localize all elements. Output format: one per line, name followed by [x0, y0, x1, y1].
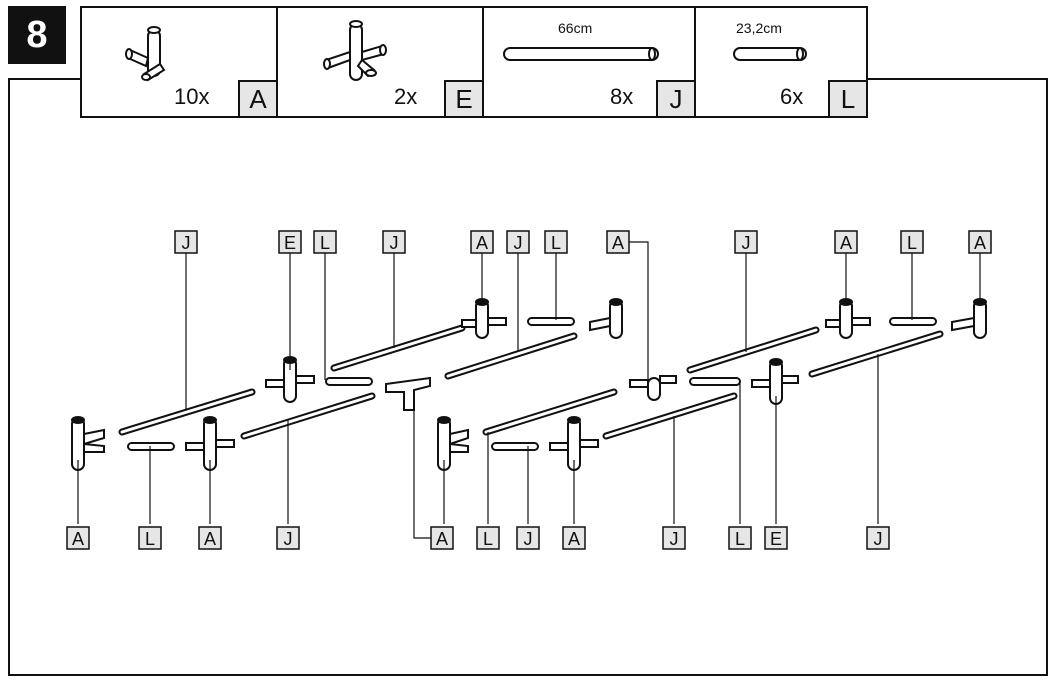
part-e-letter: E [444, 80, 482, 116]
connector-a [951, 298, 987, 339]
part-a-quantity: 10x [174, 84, 210, 109]
connector-e-icon [323, 20, 387, 81]
callout-j: J [662, 526, 686, 550]
callout-j: J [174, 230, 198, 254]
callout-e: E [764, 526, 788, 550]
tube-l [527, 317, 575, 326]
callout-a: A [968, 230, 992, 254]
callout-letter: J [284, 529, 293, 549]
callout-letter: J [514, 233, 523, 253]
connector-a [385, 376, 431, 411]
callout-letter: A [476, 233, 488, 253]
callout-l: L [138, 526, 162, 550]
callout-letter: L [320, 233, 330, 253]
connector-e [751, 358, 799, 405]
callout-letter: A [840, 233, 852, 253]
callout-letter: J [182, 233, 191, 253]
callout-l: L [544, 230, 568, 254]
callout-a: A [562, 526, 586, 550]
callout-letter: J [390, 233, 399, 253]
part-card-e: 2x E [278, 8, 484, 116]
callout-letter: L [735, 529, 745, 549]
callout-letter: L [551, 233, 561, 253]
callout-j: J [276, 526, 300, 550]
leader-lines [77, 241, 981, 539]
part-a-letter: A [238, 80, 276, 116]
part-card-j: 66cm 8x J [484, 8, 696, 116]
connector-a [589, 298, 623, 339]
part-j-length: 66cm [558, 20, 593, 36]
step-number: 8 [8, 6, 66, 64]
part-l-length: 23,2cm [736, 20, 782, 36]
part-j-quantity: 8x [610, 84, 634, 109]
callout-letter: L [907, 233, 917, 253]
connector-a [437, 416, 469, 471]
callout-l: L [900, 230, 924, 254]
callout-letter: A [72, 529, 84, 549]
callout-a: A [470, 230, 494, 254]
callout-labels: J E L J A J L A J A L A A L A J A L J A J L E J [66, 230, 992, 550]
callout-a: A [834, 230, 858, 254]
connector-a [549, 416, 599, 471]
callout-letter: A [204, 529, 216, 549]
callout-letter: J [874, 529, 883, 549]
callout-a: A [198, 526, 222, 550]
connector-a-icon [125, 26, 166, 82]
callout-letter: J [524, 529, 533, 549]
callout-e: E [278, 230, 302, 254]
tube-l-icon [733, 47, 807, 61]
callout-j: J [382, 230, 406, 254]
connector-a [461, 298, 507, 339]
callout-letter: A [436, 529, 448, 549]
part-l-quantity: 6x [780, 84, 804, 109]
callout-a: A [606, 230, 630, 254]
tubes [118, 317, 944, 451]
tube-l [325, 377, 373, 386]
connector-a [185, 416, 235, 471]
callout-letter: A [974, 233, 986, 253]
callout-letter: E [770, 529, 782, 549]
part-card-l: 23,2cm 6x L [696, 8, 866, 116]
callout-l: L [476, 526, 500, 550]
callout-l: L [728, 526, 752, 550]
callout-j: J [506, 230, 530, 254]
callout-a: A [430, 526, 454, 550]
callout-letter: E [284, 233, 296, 253]
callout-letter: J [742, 233, 751, 253]
tube-j-icon [503, 47, 659, 61]
callout-letter: J [670, 529, 679, 549]
connector-a [825, 298, 871, 339]
part-card-a: 10x A [82, 8, 278, 116]
callout-j: J [516, 526, 540, 550]
connector-a [629, 375, 677, 401]
callout-j: J [734, 230, 758, 254]
parts-list: 10x A 2x E 66cm 8x J 23,2cm [80, 6, 868, 118]
tube-l [127, 442, 175, 451]
tube-l [889, 317, 937, 326]
callout-a: A [66, 526, 90, 550]
tube-l [491, 442, 539, 451]
callout-letter: A [612, 233, 624, 253]
callout-j: J [866, 526, 890, 550]
callout-letter: L [145, 529, 155, 549]
callout-l: L [313, 230, 337, 254]
tube-l [689, 377, 741, 386]
part-l-letter: L [828, 80, 866, 116]
part-j-letter: J [656, 80, 694, 116]
part-e-quantity: 2x [394, 84, 418, 109]
callout-letter: A [568, 529, 580, 549]
callout-letter: L [483, 529, 493, 549]
connectors [71, 298, 987, 471]
connector-a [71, 416, 105, 471]
